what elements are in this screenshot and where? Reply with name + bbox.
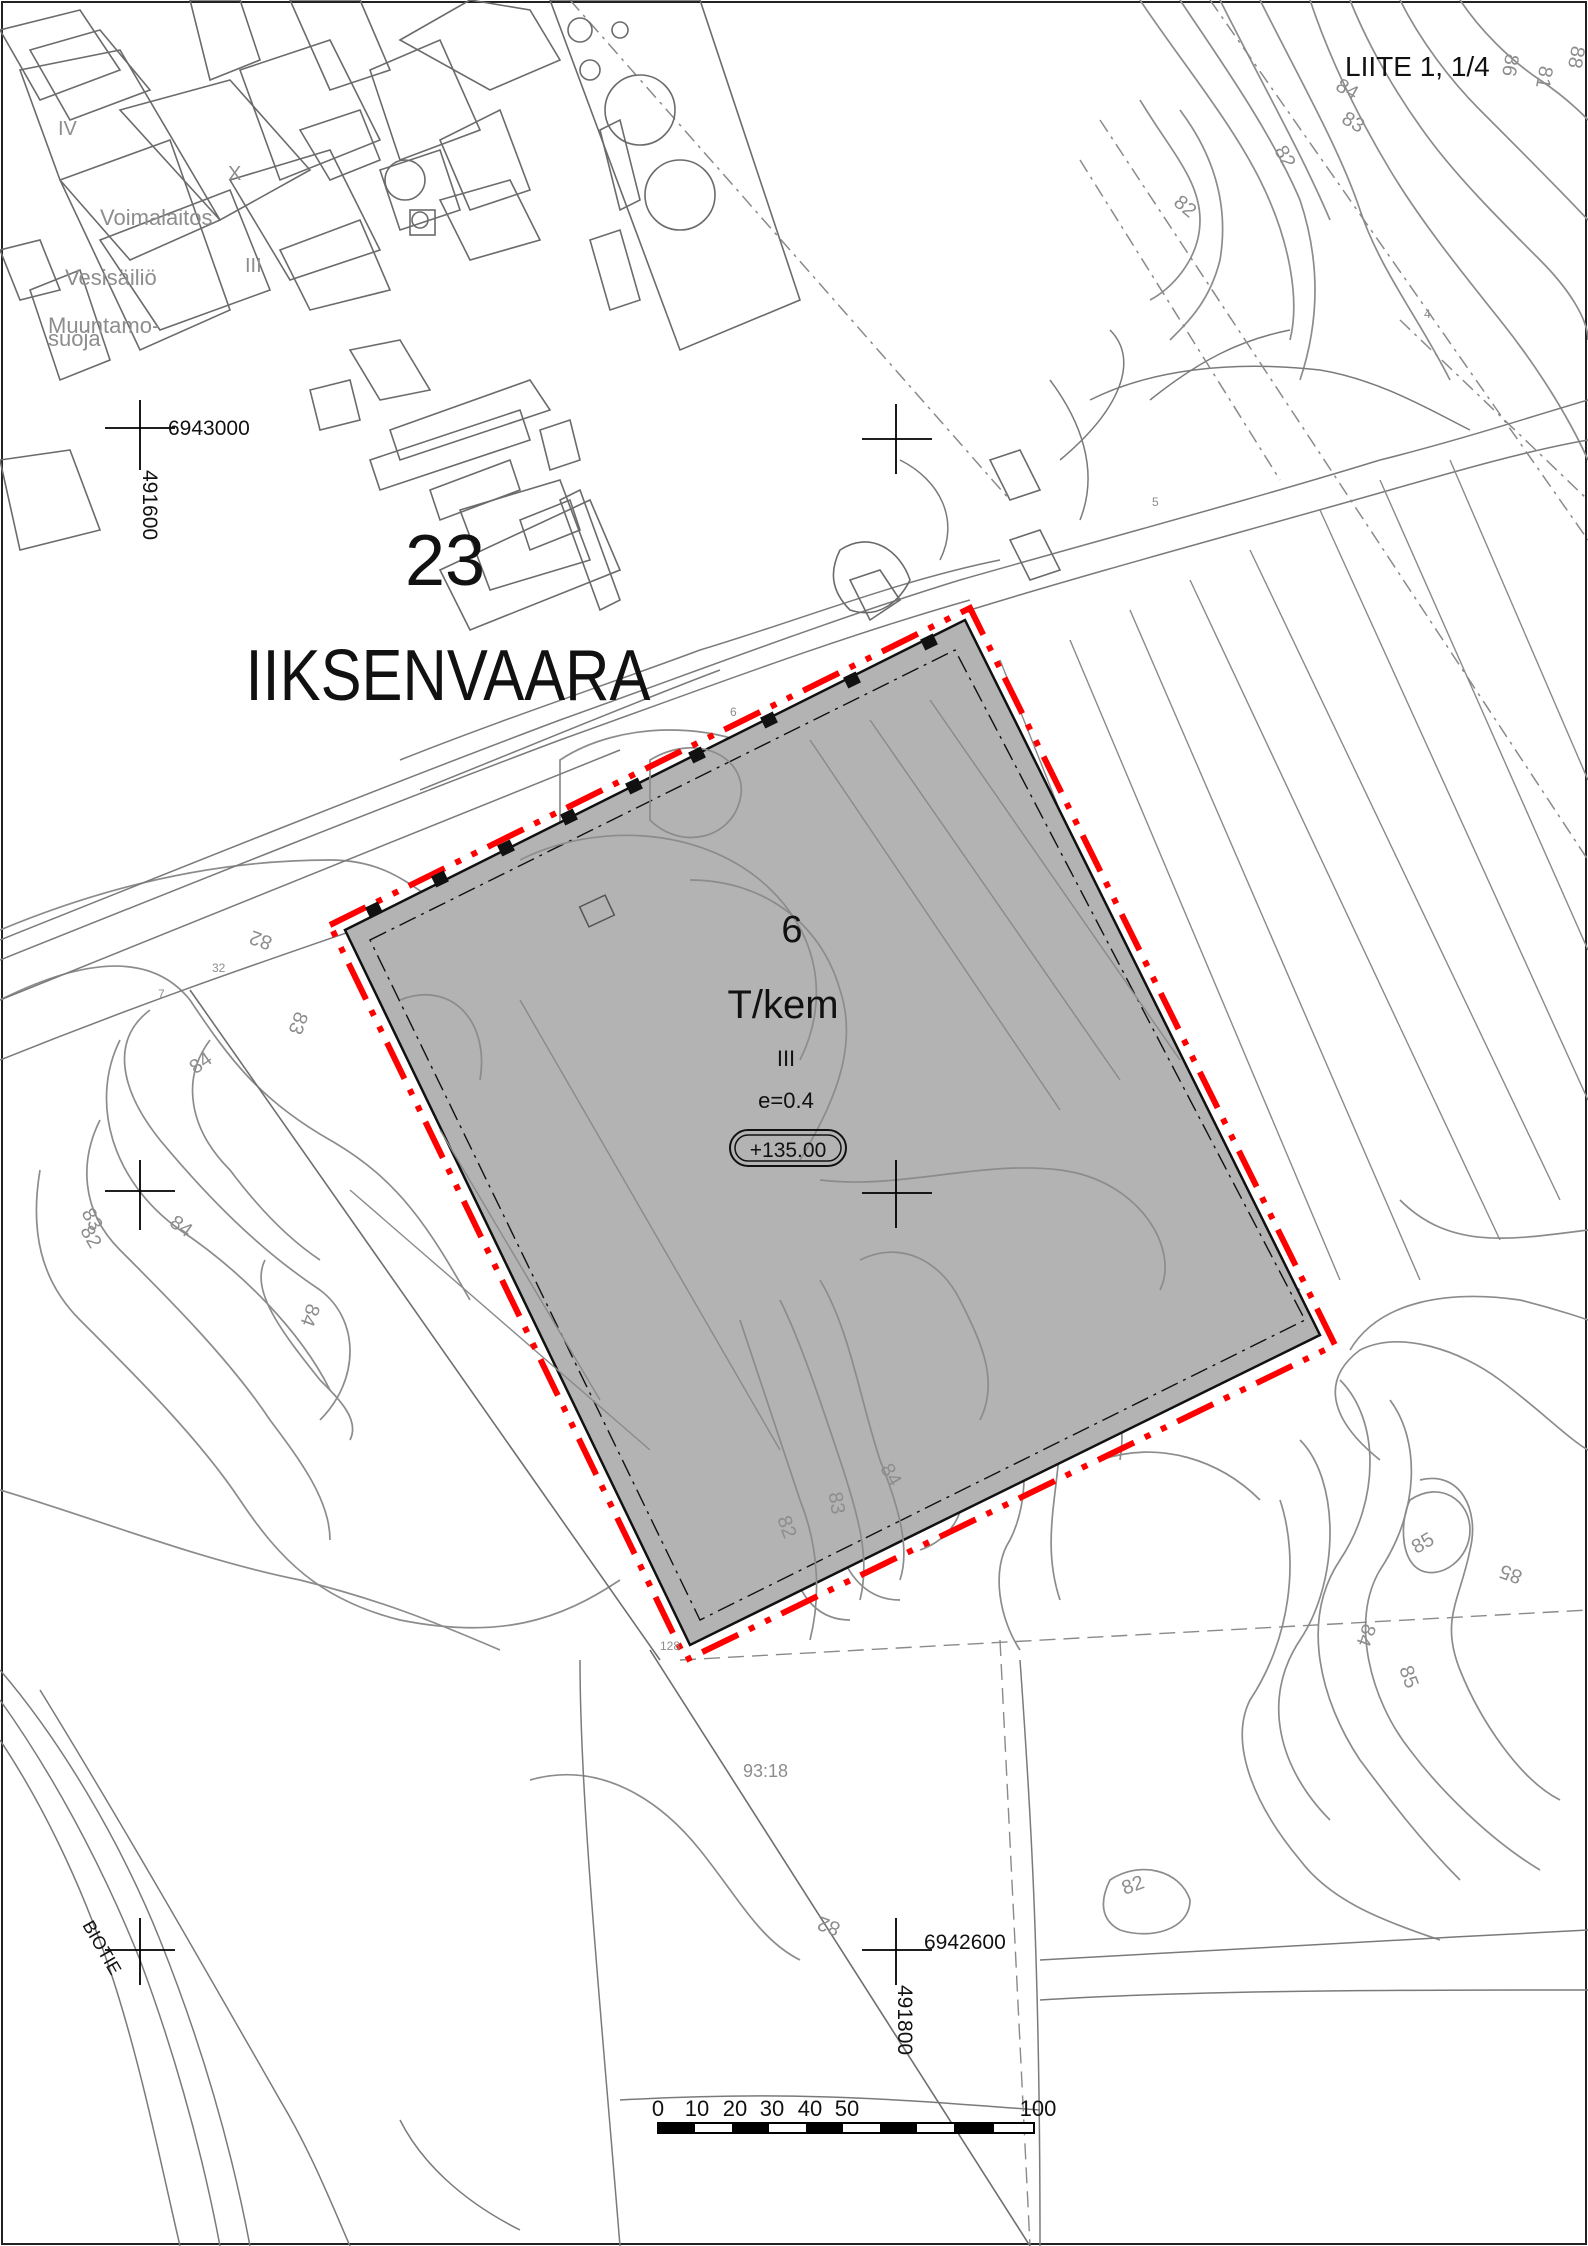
plot-area [343,618,1322,1647]
building-area-line [369,649,1306,1621]
scale-label-50: 50 [835,2096,859,2121]
small-number-6: 6 [730,705,737,719]
contour-label-86: 86 [1497,52,1523,78]
plot-fill [343,618,1322,1647]
grid-crosses [105,400,932,1985]
label-parcel-id: 93:18 [743,1761,788,1781]
block-name: IIKSENVAARA [246,636,651,716]
scale-label-100: 100 [1020,2096,1057,2121]
small-number-7: 7 [158,987,165,1001]
small-number-5: 5 [1152,495,1159,509]
road-lines [0,329,1588,2246]
plot-efficiency: e=0.4 [758,1088,814,1113]
height-limit-badge: +135.00 [729,1129,847,1167]
coord-north-top: 6943000 [168,417,250,440]
plot-boundary [326,603,1340,1665]
label-power-plant: Voimalaitos [100,205,213,230]
roman-label-iv: IV [58,118,78,140]
plot-use-code: T/kem [727,983,838,1027]
label-transformer-1: Muuntamo- [48,313,159,338]
small-number-32: 32 [212,961,226,975]
small-number-128: 128 [660,1639,680,1653]
scale-bar: 0 10 20 30 40 50 100 [652,2096,1057,2134]
height-limit: +135.00 [750,1139,827,1162]
scale-label-30: 30 [760,2096,784,2121]
access-markers [365,633,938,919]
property-lines [189,0,1588,2246]
scale-label-20: 20 [723,2096,747,2121]
buildings [0,0,1062,932]
roman-label-x: X [228,163,241,185]
contour-label-88: 88 [1563,44,1588,70]
coord-east-bottom: 491800 [893,1985,916,2055]
contour-label-83c: 83 [823,1490,849,1516]
contour-label-81: 81 [1531,64,1557,90]
label-water-tank: Vesisäiliö [65,265,157,290]
block-number: 23 [405,521,485,601]
coord-north-bottom: 6942600 [924,1931,1006,1954]
label-transformer-2: suoja [48,326,101,351]
scale-label-10: 10 [685,2096,709,2121]
scale-label-40: 40 [798,2096,822,2121]
scale-label-0: 0 [652,2096,664,2121]
plot-number: 6 [781,909,802,951]
plot-storeys: III [777,1046,795,1071]
roman-label-iii: III [245,255,262,277]
coord-east-left: 491600 [138,470,161,540]
sheet-label: LIITE 1, 1/4 [1345,51,1490,82]
small-number-4: 4 [1424,307,1431,321]
